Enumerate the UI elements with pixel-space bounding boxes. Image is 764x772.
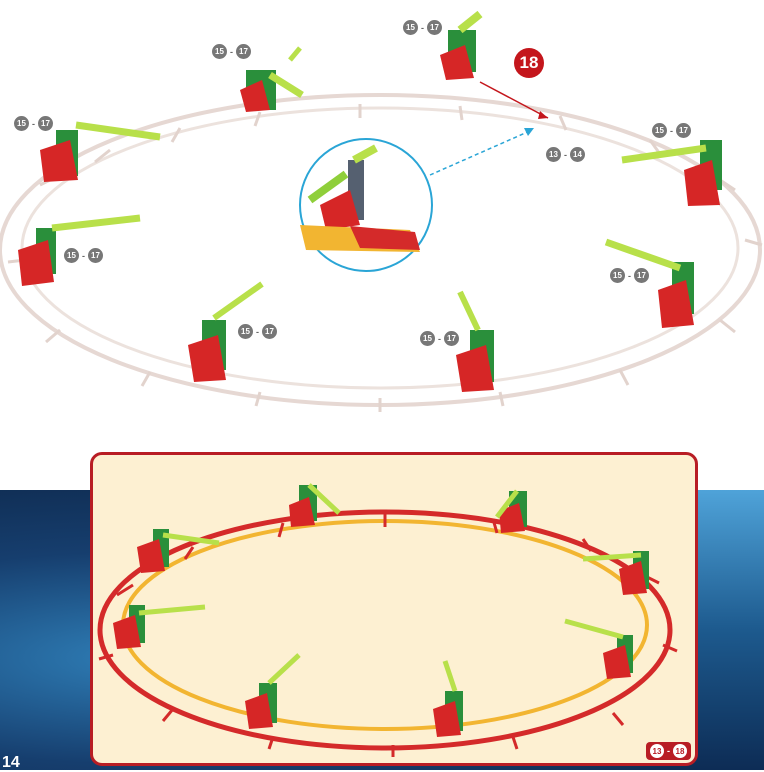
track-illustration	[0, 10, 763, 412]
step-ref: 15-17	[14, 116, 53, 131]
arm-top-left	[240, 46, 304, 112]
step-ref-sep: -	[256, 326, 259, 337]
step-ref-from: 15	[212, 44, 227, 59]
step-ref: 15-17	[403, 20, 442, 35]
step-ref-to: 17	[88, 248, 103, 263]
zoom-pointer	[429, 129, 533, 176]
arm-left-upper	[40, 121, 161, 182]
step-ref-to: 17	[427, 20, 442, 35]
step-ref-to: 14	[570, 147, 585, 162]
arm-left-lower	[18, 214, 141, 286]
step-ref-sep: -	[564, 149, 567, 160]
step-ref-to: 17	[38, 116, 53, 131]
step-ref: 15-17	[610, 268, 649, 283]
callout-arrow	[479, 81, 549, 119]
step-ref-to: 17	[444, 331, 459, 346]
step-ref-from: 15	[14, 116, 29, 131]
step-ref-sep: -	[82, 250, 85, 261]
step-number-callout: 18	[514, 48, 544, 78]
step-ref: 15-17	[420, 331, 459, 346]
track-ties	[7, 104, 763, 412]
step-ref-from: 13	[546, 147, 561, 162]
step-ref: 15-17	[64, 248, 103, 263]
arm-right-lower	[604, 238, 694, 328]
arm-bottom-right	[456, 290, 494, 392]
summary-track	[97, 483, 678, 757]
summary-panel: 13-18	[90, 452, 698, 766]
arm-top-center	[440, 10, 483, 80]
summary-sep: -	[667, 746, 670, 756]
step-ref-to: 17	[676, 123, 691, 138]
step-ref: 15-17	[212, 44, 251, 59]
step-ref: 15-17	[238, 324, 277, 339]
space-glow	[694, 490, 764, 770]
step-ref-sep: -	[230, 46, 233, 57]
step-ref-sep: -	[670, 125, 673, 136]
summary-ties	[98, 513, 678, 757]
step-ref-from: 15	[610, 268, 625, 283]
step-ref-to: 17	[262, 324, 277, 339]
summary-arms	[113, 483, 649, 737]
arm-right-upper	[621, 140, 722, 206]
step-ref-sep: -	[438, 333, 441, 344]
summary-step-range-badge: 13-18	[646, 742, 691, 760]
step-ref-from: 15	[420, 331, 435, 346]
step-ref-from: 15	[64, 248, 79, 263]
step-ref-to: 17	[236, 44, 251, 59]
summary-from: 13	[650, 744, 664, 758]
summary-inner-rail	[121, 519, 649, 731]
step-ref-to: 17	[634, 268, 649, 283]
zoom-detail	[299, 138, 433, 272]
step-ref-from: 15	[403, 20, 418, 35]
track-inner-rail	[20, 106, 740, 390]
summary-outer-rail	[97, 509, 673, 751]
step-ref-from: 15	[652, 123, 667, 138]
page-number: 14	[2, 754, 20, 771]
step-ref-sep: -	[421, 22, 424, 33]
step-ref: 13-14	[546, 147, 585, 162]
summary-to: 18	[673, 744, 687, 758]
step-ref-sep: -	[628, 270, 631, 281]
arm-bottom-left	[188, 281, 264, 382]
step-ref: 15-17	[652, 123, 691, 138]
step-ref-sep: -	[32, 118, 35, 129]
step-ref-from: 15	[238, 324, 253, 339]
